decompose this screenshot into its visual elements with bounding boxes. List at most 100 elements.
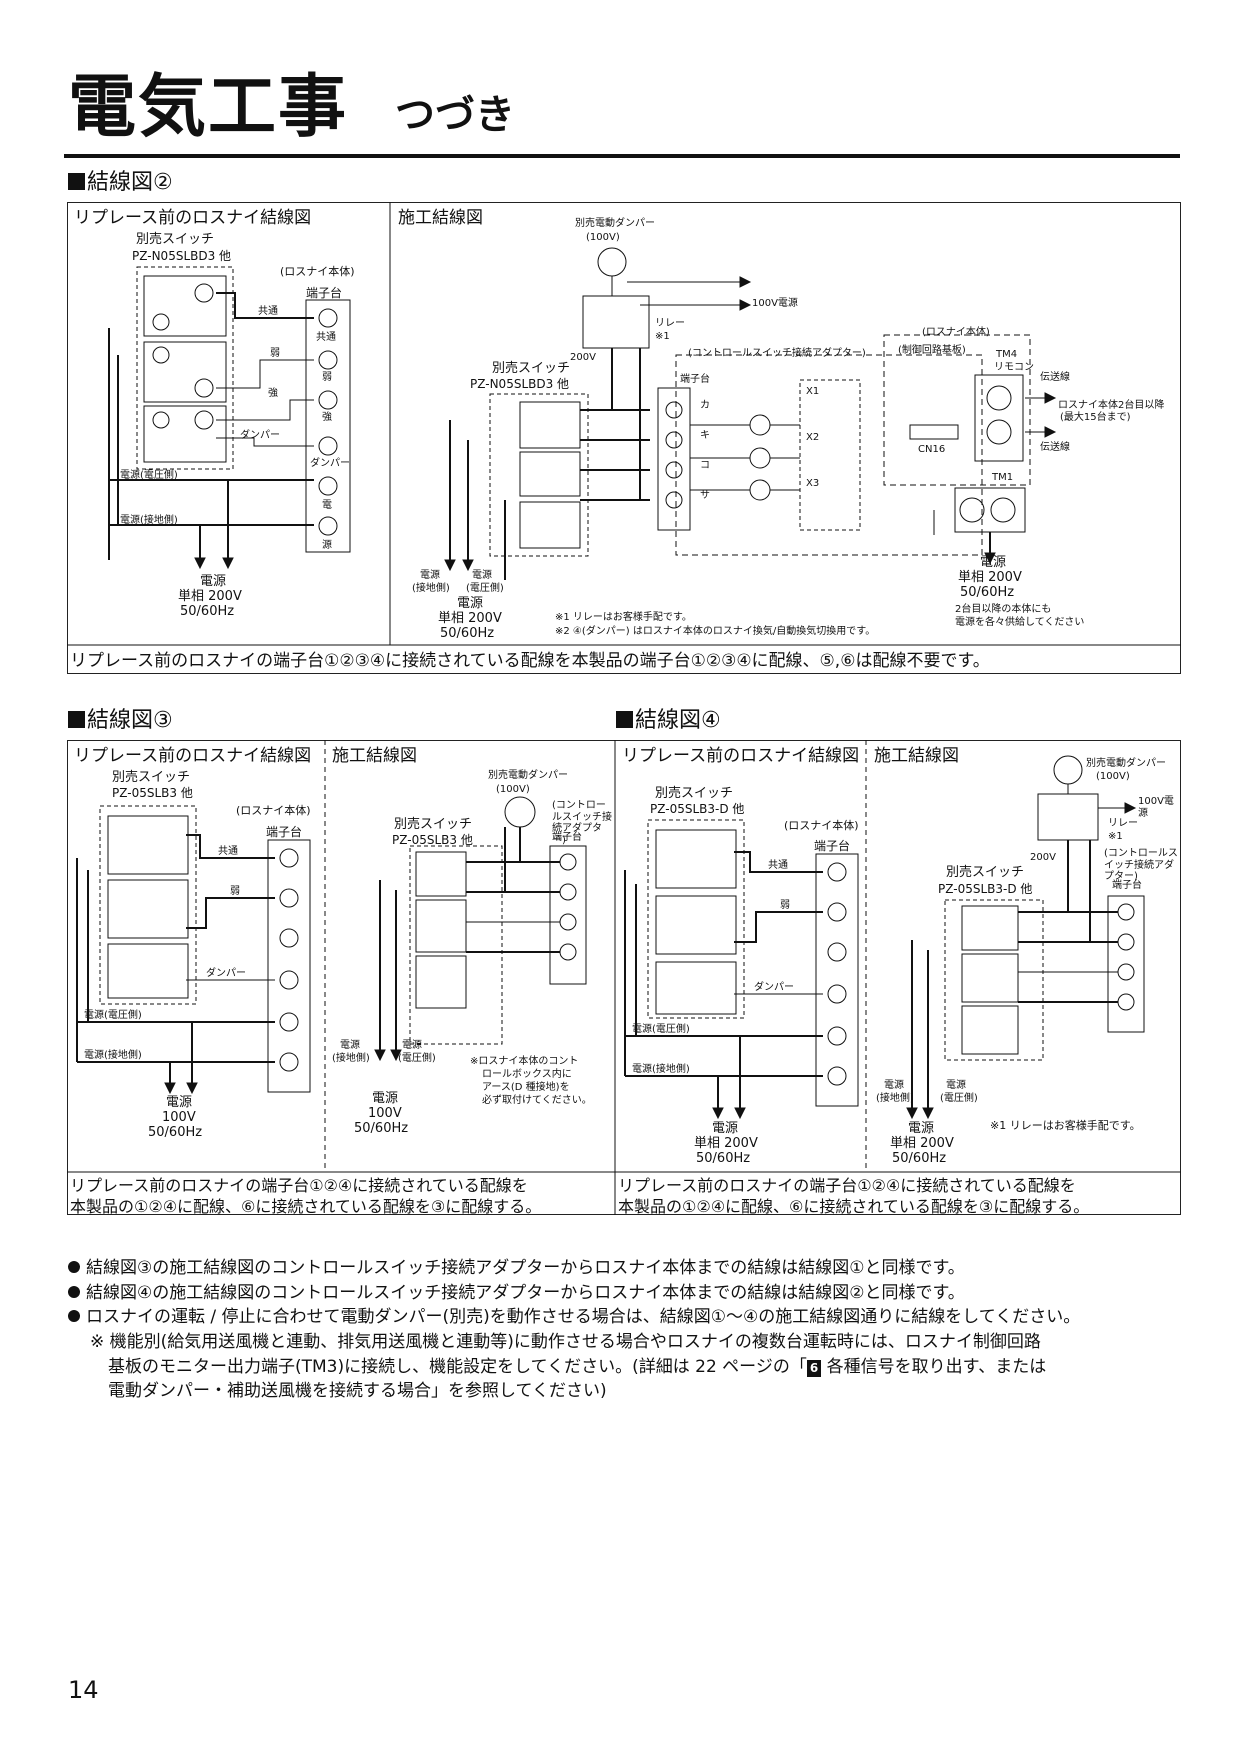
d3-power2-v: 100V bbox=[368, 1106, 402, 1121]
d2-switch-model: PZ-N05SLBD3 他 bbox=[132, 249, 232, 263]
d2-cn16: CN16 bbox=[918, 444, 946, 455]
d4-power: 電源 bbox=[712, 1121, 739, 1136]
d2-right-title: 施工結線図 bbox=[398, 208, 483, 228]
d2-v200: 200V bbox=[570, 352, 596, 363]
d2-x1: X1 bbox=[806, 386, 820, 397]
d4-wire-common: 共通 bbox=[768, 860, 788, 871]
section-heading-d4: 結線図④ bbox=[616, 710, 721, 732]
d3-hv-b: (電圧側) bbox=[398, 1053, 436, 1064]
d2-unit2: (ロスナイ本体) bbox=[922, 327, 990, 338]
d2-power-gnd: 電源(接地側) bbox=[120, 515, 178, 526]
page-subtitle: つづき bbox=[395, 92, 515, 138]
d2-sa: サ bbox=[700, 490, 710, 501]
section-heading-d2: 結線図② bbox=[68, 172, 173, 194]
d3-power-v: 100V bbox=[162, 1110, 196, 1125]
d2-ki: キ bbox=[700, 430, 710, 441]
d2-term-common: 共通 bbox=[316, 332, 336, 343]
d2-note1: ※1 リレーはお客様手配です。 bbox=[555, 612, 692, 623]
d2-note2: ※2 ④(ダンパー) はロスナイ本体のロスナイ換気/自動換気切換用です。 bbox=[555, 626, 876, 637]
d3-adapter-terminal: 端子台 bbox=[552, 832, 582, 843]
d2-wire-damper: ダンパー bbox=[240, 430, 280, 441]
d2-damper-label: 別売電動ダンパー bbox=[575, 218, 655, 229]
d4-power2-v: 単相 200V bbox=[890, 1136, 954, 1151]
d4-relay: リレー bbox=[1108, 818, 1138, 829]
d3-wire-damper: ダンパー bbox=[206, 968, 246, 979]
d2-terminal-label: 端子台 bbox=[306, 286, 343, 300]
d2-switch-label: 別売スイッチ bbox=[136, 232, 215, 247]
d2-power-gnd-b: (接地側) bbox=[412, 583, 450, 594]
d2-multi2: (最大15台まで) bbox=[1060, 412, 1131, 423]
d2-x3: X3 bbox=[806, 478, 820, 489]
square-icon bbox=[68, 711, 85, 728]
d2-unit-label: (ロスナイ本体) bbox=[280, 265, 355, 278]
d4-gnd-a: 電源 bbox=[884, 1080, 904, 1091]
d4-unit-label: (ロスナイ本体) bbox=[784, 819, 859, 832]
d4-right-title: 施工結線図 bbox=[874, 746, 959, 766]
d2-term-damper: ダンパー bbox=[310, 458, 350, 469]
d2-ka: カ bbox=[700, 400, 710, 411]
page-number: 14 bbox=[68, 1676, 99, 1704]
d3-hv-a: 電源 bbox=[402, 1040, 422, 1051]
d2-term-power: 電 bbox=[322, 500, 332, 511]
d4-power-v: 単相 200V bbox=[694, 1136, 758, 1151]
diagram-2-panel bbox=[67, 202, 1181, 674]
d3-switch-model: PZ-05SLB3 他 bbox=[112, 786, 193, 800]
d2-power3-v: 単相 200V bbox=[958, 570, 1022, 585]
d3-sw2-model: PZ-05SLB3 他 bbox=[392, 833, 473, 847]
d3-adapter: (コントロールスイッチ接続アダプター) bbox=[552, 800, 612, 846]
section-heading-d3: 結線図③ bbox=[68, 710, 173, 732]
d4-v100: 100V電源 bbox=[1138, 796, 1174, 819]
d2-unit-note: 2台目以降の本体にも bbox=[955, 604, 1052, 615]
section-number-badge: 6 bbox=[806, 1359, 822, 1377]
d3-damper-label: 別売電動ダンパー bbox=[488, 770, 568, 781]
d4-power2: 電源 bbox=[908, 1121, 935, 1136]
d4-terminal-label: 端子台 bbox=[814, 839, 851, 853]
d3-note-d: 必ず取付けてください。 bbox=[482, 1095, 592, 1106]
d3-power-gnd: 電源(接地側) bbox=[84, 1050, 142, 1061]
d4-power-f: 50/60Hz bbox=[696, 1151, 751, 1166]
d3-right-title: 施工結線図 bbox=[332, 746, 417, 766]
d4-power-gnd: 電源(接地側) bbox=[632, 1064, 690, 1075]
bullet-icon bbox=[68, 1285, 80, 1298]
d3-terminal-label: 端子台 bbox=[266, 825, 303, 839]
d2-caption: リプレース前のロスナイの端子台①②③④に接続されている配線を本製品の端子台①②③… bbox=[70, 651, 990, 671]
d3-power: 電源 bbox=[166, 1095, 193, 1110]
d4-sw2-model: PZ-05SLB3-D 他 bbox=[938, 882, 1033, 896]
d3-unit-label: (ロスナイ本体) bbox=[236, 804, 311, 817]
d2-power2-f: 50/60Hz bbox=[440, 626, 495, 641]
d2-adapter: (コントロールスイッチ接続アダプター) bbox=[688, 348, 866, 359]
d4-switch-model: PZ-05SLB3-D 他 bbox=[650, 802, 745, 816]
note-4b: 基板のモニター出力端子(TM3)に接続し、機能設定をしてください。(詳細は 22… bbox=[108, 1356, 1047, 1377]
d3-switch-label: 別売スイッチ bbox=[112, 770, 191, 785]
d2-line1: 伝送線 bbox=[1040, 372, 1070, 383]
d4-v200: 200V bbox=[1030, 852, 1056, 863]
d3-power2: 電源 bbox=[372, 1091, 399, 1106]
d3-power2-f: 50/60Hz bbox=[354, 1121, 409, 1136]
d2-power2-v: 単相 200V bbox=[438, 611, 502, 626]
d2-tm1: TM1 bbox=[992, 472, 1014, 483]
d3-damper-v: (100V) bbox=[496, 784, 530, 795]
d2-power-hv-b: (電圧側) bbox=[466, 583, 504, 594]
d2-power2: 電源 bbox=[457, 596, 484, 611]
d2-damper-v: (100V) bbox=[586, 232, 620, 243]
d2-power3: 電源 bbox=[980, 555, 1007, 570]
d2-ko: コ bbox=[700, 460, 710, 471]
d3-power-f: 50/60Hz bbox=[148, 1125, 203, 1140]
d4-hv-b: (電圧側) bbox=[940, 1093, 978, 1104]
d3-left-title: リプレース前のロスナイ結線図 bbox=[74, 746, 312, 766]
d2-term-strong: 強 bbox=[322, 412, 332, 423]
d3-note-c: アース(D 種接地)を bbox=[482, 1082, 570, 1093]
title-rule bbox=[64, 154, 1180, 158]
d2-wire-common: 共通 bbox=[258, 306, 278, 317]
d3-power-hv: 電源(電圧側) bbox=[84, 1010, 142, 1021]
d4-switch-label: 別売スイッチ bbox=[655, 786, 734, 801]
d2-relay-note: ※1 bbox=[655, 331, 670, 342]
d2-remote: リモコン bbox=[994, 362, 1034, 373]
note-4a: ※ 機能別(給気用送風機と連動、排気用送風機と連動等)に動作させる場合やロスナイ… bbox=[90, 1331, 1041, 1352]
bullet-icon bbox=[68, 1310, 80, 1323]
d4-damper-v: (100V) bbox=[1096, 771, 1130, 782]
d4-note: ※1 リレーはお客様手配です。 bbox=[990, 1119, 1141, 1132]
d2-x2: X2 bbox=[806, 432, 820, 443]
page-title: 電気工事 bbox=[68, 68, 349, 147]
